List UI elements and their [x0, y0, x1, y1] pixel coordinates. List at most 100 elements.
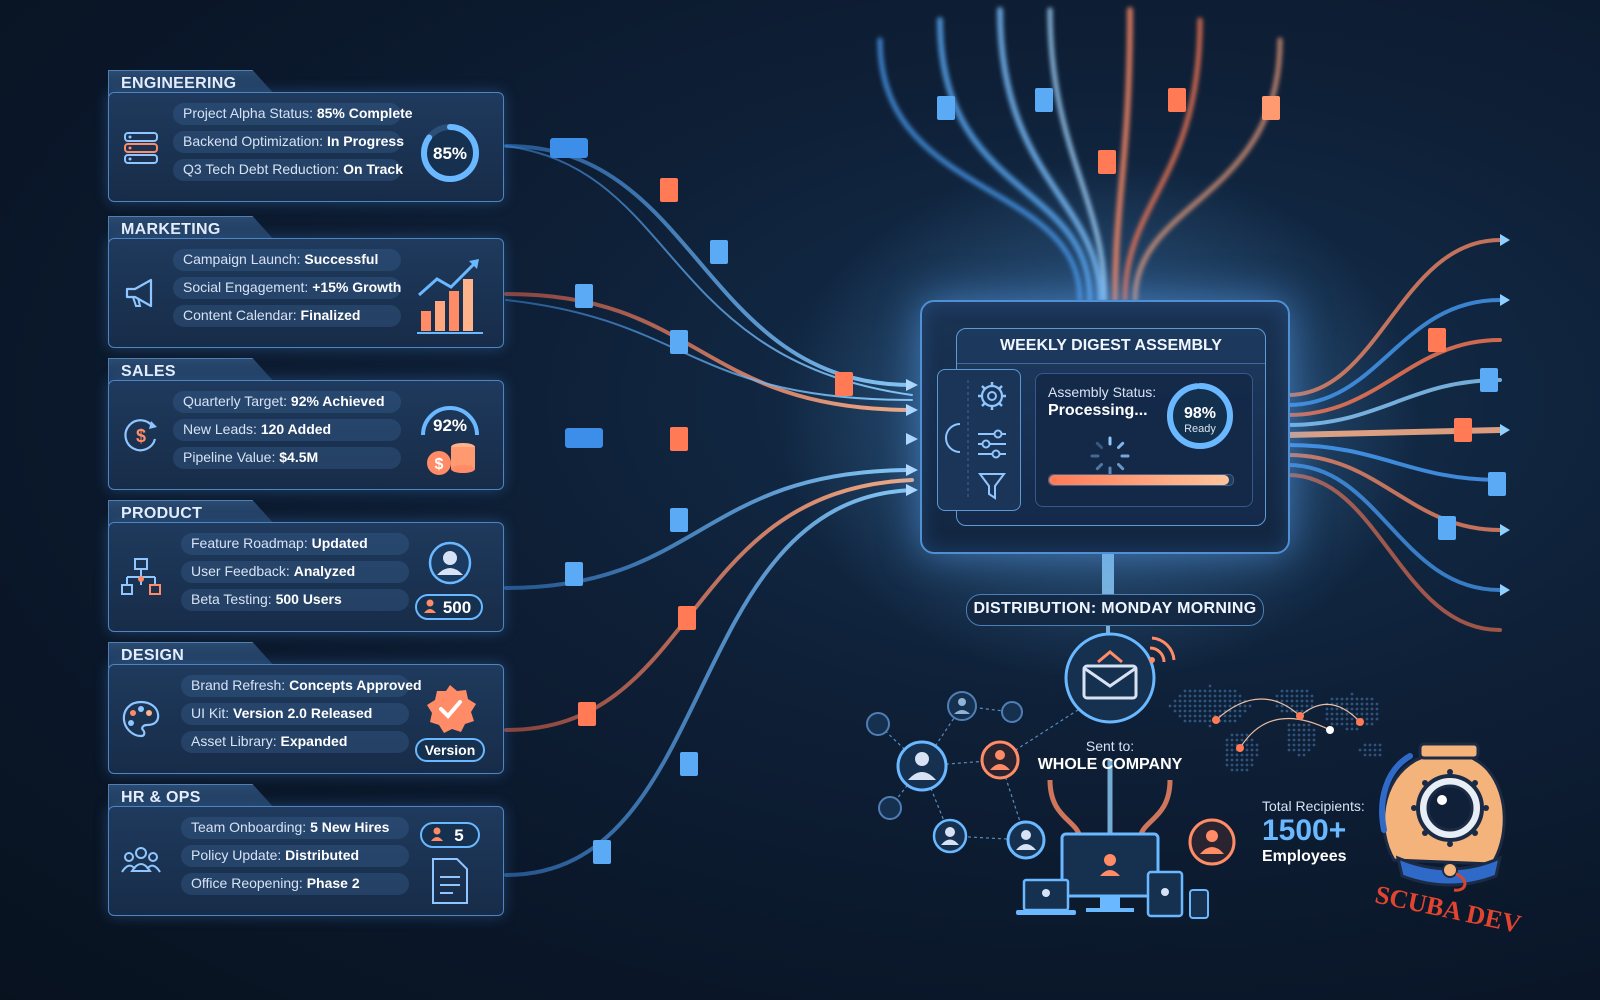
recipients-count: 1500+ — [1262, 814, 1347, 847]
map-dot — [1305, 699, 1309, 703]
top-flows — [877, 7, 1283, 303]
sent-value: WHOLE COMPANY — [1037, 756, 1183, 773]
user-avatar-icon — [878, 796, 902, 820]
map-dot — [1183, 704, 1187, 708]
status-value: Processing... — [1048, 402, 1148, 419]
map-dot — [1312, 733, 1316, 737]
map-dot — [1295, 704, 1299, 708]
map-dot — [1203, 699, 1207, 703]
map-dot — [1375, 717, 1379, 721]
map-dot — [1173, 704, 1177, 708]
map-dot — [1307, 728, 1311, 732]
list-item: Brand Refresh: Concepts Approved — [181, 675, 422, 697]
map-dot — [1233, 699, 1237, 703]
map-dot — [1188, 714, 1192, 718]
map-dot — [1183, 689, 1187, 693]
map-dot — [1198, 714, 1202, 718]
map-dot — [1360, 702, 1364, 706]
map-dot — [1365, 707, 1369, 711]
scuba-dev-logo: SCUBA DEV — [1373, 742, 1524, 939]
map-dot — [1208, 684, 1212, 688]
map-dot — [1233, 714, 1237, 718]
map-dot — [1307, 733, 1311, 737]
map-dot — [1378, 753, 1382, 757]
panel-body: Feature Roadmap: Updated User Feedback: … — [108, 522, 504, 632]
map-dot — [1188, 709, 1192, 713]
map-dot — [1297, 743, 1301, 747]
growth-chart-icon — [417, 259, 483, 334]
map-dot — [1225, 763, 1229, 767]
map-dot — [1290, 694, 1294, 698]
map-dot — [1230, 748, 1234, 752]
map-dot — [1228, 704, 1232, 708]
map-dot — [1310, 694, 1314, 698]
coins-gauge-icon: 92% $ — [421, 406, 479, 475]
version-label: Version — [425, 742, 476, 758]
map-dot — [1363, 753, 1367, 757]
list-item: Campaign Launch: Successful — [173, 249, 401, 271]
map-dot — [1208, 714, 1212, 718]
map-dot — [1203, 719, 1207, 723]
map-dot — [1345, 722, 1349, 726]
map-dot — [1218, 699, 1222, 703]
map-dot — [1302, 733, 1306, 737]
panel-title: DESIGN — [108, 642, 276, 668]
flowchart-icon — [121, 558, 161, 595]
map-dot — [1350, 697, 1354, 701]
map-dot — [1295, 699, 1299, 703]
map-dot — [1330, 722, 1334, 726]
map-dot — [1287, 748, 1291, 752]
map-dot — [1235, 763, 1239, 767]
map-dot — [1285, 709, 1289, 713]
map-dot — [1287, 728, 1291, 732]
map-dot — [1250, 748, 1254, 752]
assembly-status-box: Assembly Status: Processing... 98% — [1035, 373, 1253, 507]
map-dot — [1255, 753, 1259, 757]
map-dot — [1350, 692, 1354, 696]
recipients-label: Total Recipients: — [1262, 798, 1365, 814]
map-dot — [1243, 709, 1247, 713]
list-item: Asset Library: Expanded — [181, 731, 409, 753]
map-dot — [1280, 699, 1284, 703]
svg-text:$: $ — [136, 426, 146, 446]
map-dot — [1235, 738, 1239, 742]
map-dot — [1173, 699, 1177, 703]
map-dot — [1233, 689, 1237, 693]
map-arcs — [1215, 698, 1361, 749]
map-dot — [1183, 709, 1187, 713]
phone-icon — [1189, 889, 1209, 919]
map-dot — [1250, 753, 1254, 757]
map-dot — [1183, 699, 1187, 703]
map-dot — [1350, 702, 1354, 706]
map-dot — [1297, 728, 1301, 732]
map-dot — [1193, 694, 1197, 698]
map-dot — [1363, 743, 1367, 747]
map-dot — [1373, 753, 1377, 757]
map-dot — [1188, 719, 1192, 723]
map-dot — [1178, 699, 1182, 703]
map-dot — [1183, 694, 1187, 698]
map-dot — [1290, 704, 1294, 708]
user-avatar-icon — [932, 818, 968, 854]
map-dot — [1198, 704, 1202, 708]
map-dot — [1302, 723, 1306, 727]
map-dot — [1203, 709, 1207, 713]
map-dot — [1302, 743, 1306, 747]
map-dot — [1305, 704, 1309, 708]
map-dot — [1225, 758, 1229, 762]
map-dot — [1330, 712, 1334, 716]
map-dot — [1218, 709, 1222, 713]
dollar-cycle-icon: $ — [124, 419, 157, 452]
map-dot — [1250, 758, 1254, 762]
map-dot — [1198, 694, 1202, 698]
map-dot — [1365, 702, 1369, 706]
map-dot — [1213, 694, 1217, 698]
map-dot — [1368, 748, 1372, 752]
map-dot — [1208, 719, 1212, 723]
map-dot — [1173, 709, 1177, 713]
map-dot — [1310, 704, 1314, 708]
map-dot — [1378, 748, 1382, 752]
map-dot — [1290, 689, 1294, 693]
map-dot — [1235, 758, 1239, 762]
panel-title: SALES — [108, 358, 276, 384]
